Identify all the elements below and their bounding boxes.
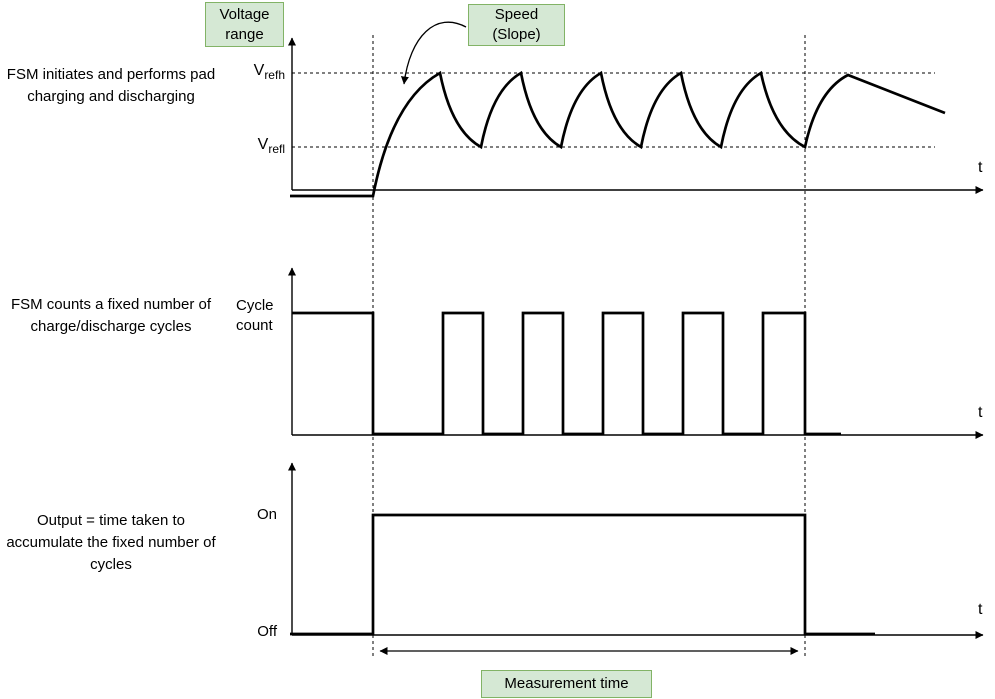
output-time-axis-label: t [978,601,983,618]
cycle-plot-description: FSM counts a fixed number of charge/disc… [10,296,212,335]
voltage-plot-description: FSM initiates and performs pad charging … [6,66,216,105]
cycle-time-axis-label: t [978,404,983,421]
vrefh-label: Vrefh [222,62,285,82]
measurement-time-box: Measurement time [481,670,652,698]
voltage-range-box: Voltage range [205,2,284,47]
vrefl-label: Vrefl [222,136,285,156]
speed-annotation-arrow [400,21,467,85]
speed-slope-box: Speed (Slope) [468,4,565,46]
vrefl-sub: refl [268,142,285,157]
output-waveform [290,513,875,636]
on-label: On [256,506,277,523]
vrefh-sub: refh [264,68,285,83]
off-label: Off [257,623,277,640]
vrefh-main: V [253,62,265,79]
voltage-time-axis-label: t [978,159,983,176]
vrefl-main: V [257,136,269,153]
output-plot-description: Output = time taken to accumulate the fi… [6,512,216,573]
voltage-waveform [290,70,946,198]
cycle-waveform [292,311,841,436]
cycle-count-label: Cycle count [236,297,274,334]
